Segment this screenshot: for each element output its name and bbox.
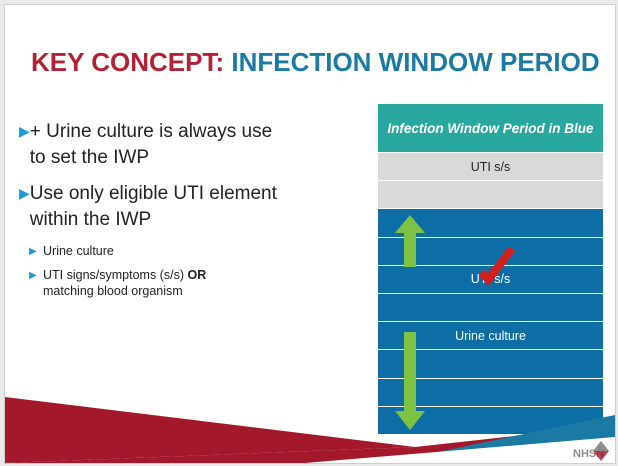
sub-bullet-text: UTI signs/symptoms (s/s) OR matching bloo… — [43, 267, 206, 299]
sub-bullet-text: Urine culture — [43, 244, 114, 258]
sub-bullet-suffix: matching blood organism — [43, 284, 183, 298]
table-row — [378, 236, 603, 265]
sub-bullet-arrow-icon: ▶ — [29, 270, 37, 281]
title-rest: INFECTION WINDOW PERIOD — [231, 47, 600, 77]
table-row: UTI s/s — [378, 264, 603, 294]
bullet-arrow-icon: ▶ — [19, 123, 30, 139]
table-row: UTI s/s — [378, 152, 603, 181]
bullet-item: ▶ Use only eligible UTI element within t… — [19, 181, 289, 233]
table-row — [378, 208, 603, 237]
table-row — [378, 349, 603, 378]
bullet-arrow-icon: ▶ — [19, 185, 30, 201]
slide-title: KEY CONCEPT: INFECTION WINDOW PERIOD — [31, 47, 600, 78]
bullet-item: ▶ + Urine culture is always use to set t… — [19, 119, 289, 171]
sub-bullet-item: ▶ UTI signs/symptoms (s/s) OR matching bl… — [29, 267, 289, 299]
sub-bullet-prefix: UTI signs/symptoms (s/s) — [43, 268, 184, 282]
title-keyword: KEY CONCEPT: — [31, 47, 225, 77]
bullet-list: ▶ + Urine culture is always use to set t… — [19, 119, 289, 307]
iwp-table: Infection Window Period in Blue UTI s/s … — [378, 104, 603, 435]
sub-bullet-arrow-icon: ▶ — [29, 246, 37, 257]
bullet-text: Use only eligible UTI element within the… — [29, 183, 277, 230]
sub-bullet-item: ▶ Urine culture — [29, 243, 289, 259]
footer-banner: NHSN — [5, 397, 615, 463]
bullet-text: + Urine culture is always use to set the… — [29, 121, 273, 168]
nhsn-logo: NHSN — [573, 441, 609, 461]
table-row — [378, 293, 603, 322]
table-header: Infection Window Period in Blue — [378, 104, 603, 153]
sub-bullet-bold: OR — [187, 268, 207, 282]
slide: KEY CONCEPT: INFECTION WINDOW PERIOD ▶ +… — [4, 4, 616, 464]
table-row — [378, 180, 603, 209]
table-row: Urine culture — [378, 321, 603, 350]
